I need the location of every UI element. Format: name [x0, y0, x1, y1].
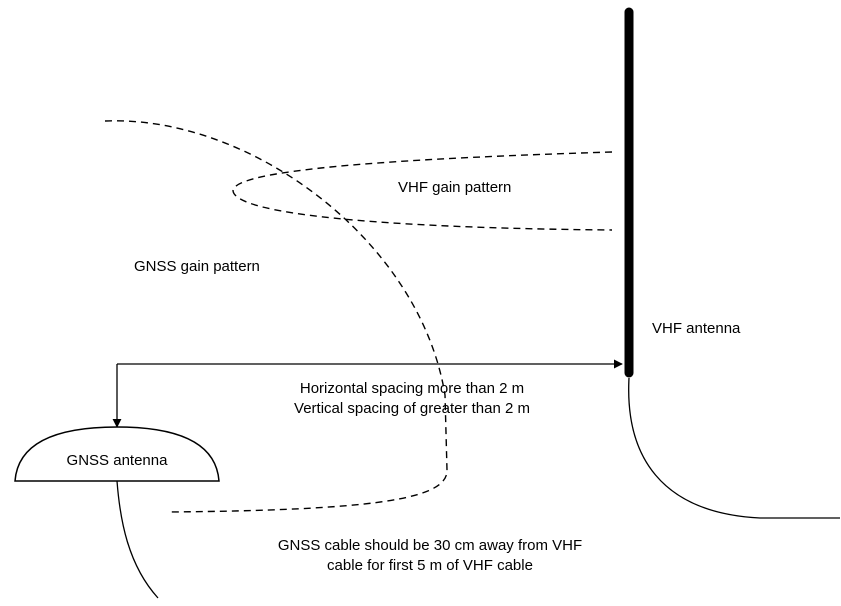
vhf-antenna-label: VHF antenna: [652, 320, 741, 337]
gnss-gain-pattern-label: GNSS gain pattern: [134, 258, 260, 275]
vhf-gain-pattern-curve: [232, 151, 613, 231]
spacing-horizontal-label: Horizontal spacing more than 2 m: [300, 380, 524, 397]
gnss-cable: [116, 480, 159, 599]
gnss-gain-pattern-curve: [104, 120, 448, 513]
vhf-cable: [628, 377, 840, 519]
gnss-antenna-dome: [14, 426, 220, 482]
gnss-antenna-label: GNSS antenna: [67, 452, 169, 469]
cable-note-line1: GNSS cable should be 30 cm away from VHF: [278, 537, 582, 554]
vhf-gain-pattern-label: VHF gain pattern: [398, 179, 511, 196]
spacing-vertical-label: Vertical spacing of greater than 2 m: [294, 400, 530, 417]
cable-note-line2: cable for first 5 m of VHF cable: [327, 557, 533, 574]
